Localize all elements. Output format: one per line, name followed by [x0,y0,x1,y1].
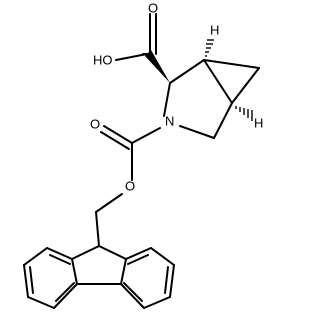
atom-label-ring-n: N [165,113,174,128]
bond-c8a-c4a [71,258,78,285]
right-benzene-ring [120,247,175,309]
atom-label-carbamate-o: O [90,116,100,131]
atom-label-carboxyl-o: O [148,0,158,15]
bond-c9-c9a [98,245,127,260]
bond-c5-c1 [203,59,233,104]
wedge-c2-carboxyl [145,50,170,83]
bond-c1-c6 [203,59,260,69]
atom-label-carboxyl-oh: HO [93,52,113,67]
bond-c9a-c4b [120,258,127,285]
atom-label-h-top: H [210,22,219,37]
bond-carboxyl-c-oh [115,53,148,61]
bond-n-carbamate-c [131,127,161,144]
bond-ester-o-ch2 [95,193,123,213]
hash-bond-c5-h [235,106,253,121]
left-benzene-ring [23,247,78,309]
atom-label-h-bottom: H [254,115,263,130]
atom-label-ester-o: O [125,178,135,193]
bond-carbamate-c-o-double-a [103,125,133,144]
bond-c5-c6 [231,67,260,104]
hash-bond-c1-h [205,39,214,57]
structure-canvas: HO O N O O H H [23,0,263,309]
bond-c2-c1 [169,59,205,84]
bond-ch2-c9 [95,211,100,247]
bond-c2-n [163,82,171,117]
bond-carbamate-c-o-double-b [100,131,130,150]
bond-c9-c8a [71,245,100,260]
molecule-structure: HO O N O O H H [23,0,263,309]
bond-n-c4 [179,125,215,139]
bond-c4-c5 [213,102,233,139]
